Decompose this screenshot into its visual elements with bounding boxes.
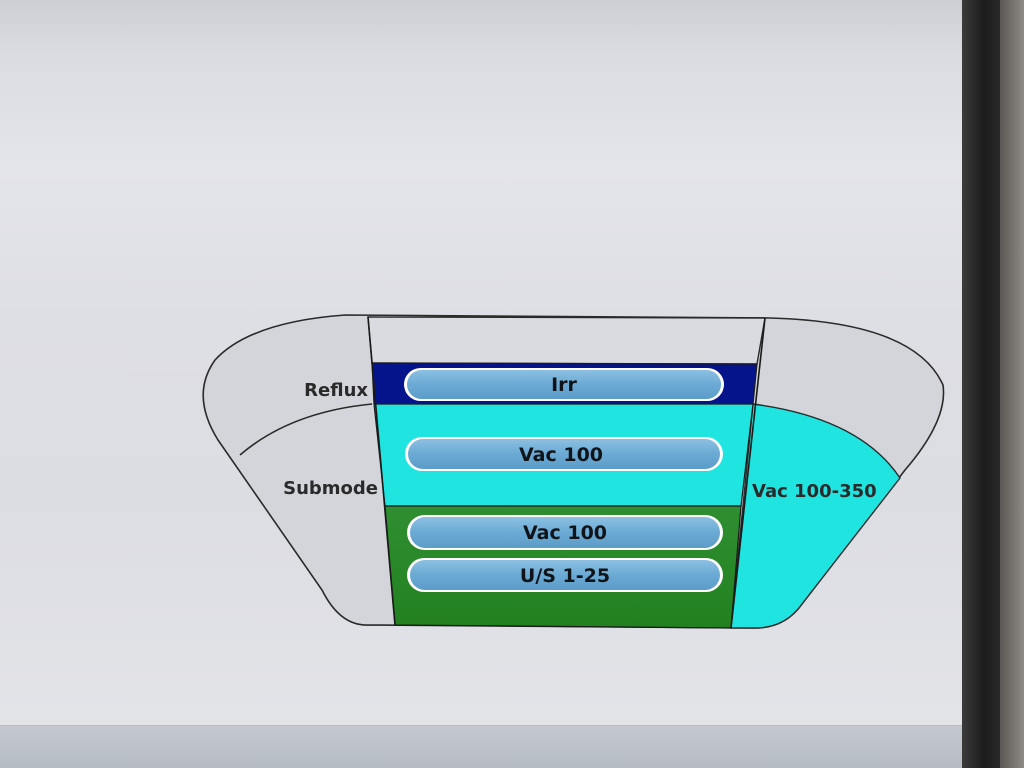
right-vac-label: Vac 100-350 — [752, 481, 877, 502]
left-submode-arc — [239, 403, 373, 456]
vac-100-button-aspiration[interactable]: Vac 100 — [405, 437, 723, 471]
vac-100-aspiration-label: Vac 100 — [519, 444, 603, 466]
bottom-strip — [0, 726, 975, 768]
submode-label[interactable]: Submode — [283, 478, 378, 499]
center-left-divider — [367, 316, 396, 626]
us-power-label: U/S 1-25 — [520, 565, 610, 587]
us-power-button[interactable]: U/S 1-25 — [407, 558, 723, 592]
monitor-bezel-edge — [1000, 0, 1024, 768]
center-top-section — [367, 316, 766, 365]
right-vac-region[interactable] — [730, 403, 901, 629]
vac-100-button-phaco[interactable]: Vac 100 — [407, 515, 723, 550]
reflux-label[interactable]: Reflux — [304, 380, 368, 401]
center-right-divider — [730, 317, 766, 629]
irr-button-label: Irr — [551, 374, 577, 396]
vac-100-phaco-label: Vac 100 — [523, 522, 607, 544]
irr-button[interactable]: Irr — [404, 368, 724, 401]
